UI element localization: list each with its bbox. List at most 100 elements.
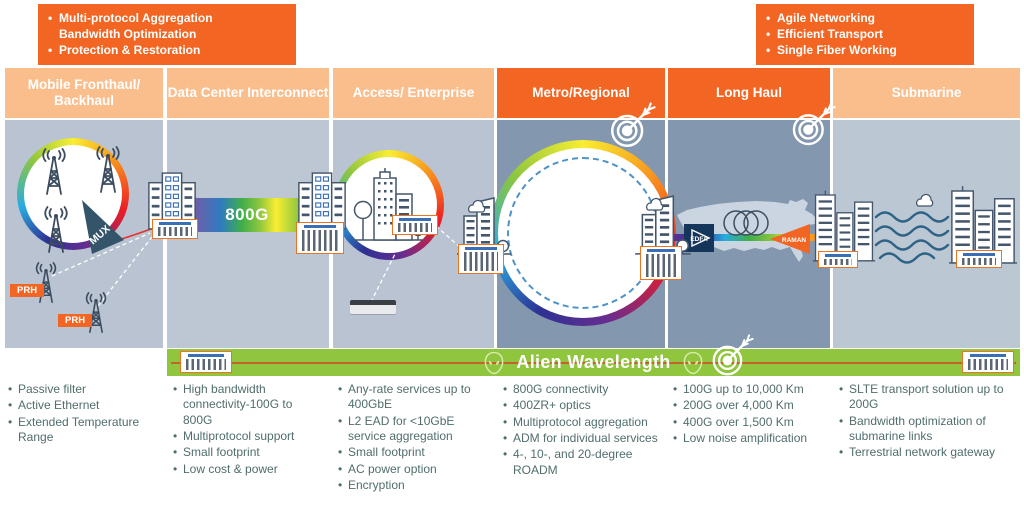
header-label: Long Haul xyxy=(716,84,782,100)
header-label: Metro/Regional xyxy=(532,84,630,100)
bullet-item: Multiprotocol support xyxy=(173,429,323,445)
bullet-item: 400G over 1,500 Km xyxy=(673,415,829,431)
access-ring xyxy=(334,150,444,260)
bullet-item: L2 EAD for <10GbE service aggregation xyxy=(338,414,490,445)
transponder-box xyxy=(458,244,504,274)
target-icon-long-haul xyxy=(788,102,836,150)
device-slots xyxy=(823,259,853,265)
device-label-strip xyxy=(159,222,191,225)
bullet-item: Active Ethernet xyxy=(8,398,148,414)
bullet-item: Encryption xyxy=(338,478,490,494)
banner-fiber-line xyxy=(171,362,1016,364)
prh-badge-1: PRH xyxy=(10,284,45,297)
bullet-item: SLTE transport solution up to 200G xyxy=(839,382,1015,413)
dci-capacity-label: 800G xyxy=(225,205,269,224)
feature-list: 800G connectivity400ZR+ opticsMultiproto… xyxy=(503,382,659,478)
device-slots xyxy=(302,230,338,251)
device-label-strip xyxy=(969,354,1007,357)
alien-wavelength-banner: Alien Wavelength xyxy=(167,349,1020,376)
header-label: Data Center Interconnect xyxy=(167,84,329,100)
bullet-item: 800G connectivity xyxy=(503,382,659,398)
device-label-strip xyxy=(399,218,431,221)
bullet-item: Small footprint xyxy=(173,445,323,461)
cpe-device xyxy=(350,300,396,314)
bullet-item: Low noise amplification xyxy=(673,431,829,447)
header-label: Mobile Fronthaul/ Backhaul xyxy=(27,76,141,108)
device-label-strip xyxy=(303,225,337,228)
feature-list: SLTE transport solution up to 200GBandwi… xyxy=(839,382,1015,461)
transponder-box xyxy=(818,251,858,268)
feature-list: High bandwidth connectivity-100G to 800G… xyxy=(173,382,323,478)
device-slots xyxy=(968,359,1008,370)
bullet-item: Agile Networking xyxy=(764,11,962,27)
bullet-item: 100G up to 10,000 Km xyxy=(673,382,829,398)
target-icon-banner xyxy=(708,334,754,380)
bullet-item: Single Fiber Working xyxy=(764,43,962,59)
device-slots xyxy=(157,227,193,236)
transponder-box xyxy=(956,250,1002,268)
features-data-center: High bandwidth connectivity-100G to 800G… xyxy=(173,382,323,478)
features-long-haul: 100G up to 10,000 Km200G over 4,000 Km40… xyxy=(673,382,829,447)
header-access-enterprise: Access/ Enterprise xyxy=(333,68,494,118)
bullet-item: Bandwidth Optimization xyxy=(59,26,197,41)
bullet-item: Low cost & power xyxy=(173,462,323,478)
bullet-item: Extended Temperature Range xyxy=(8,415,148,446)
device-slots xyxy=(463,252,499,271)
bullet-item: Any-rate services up to 400GbE xyxy=(338,382,490,413)
bullet-item: Protection & Restoration xyxy=(46,43,284,59)
target-icon-metro xyxy=(606,102,656,152)
bullet-item: AC power option xyxy=(338,462,490,478)
callout-right-list: Agile NetworkingEfficient TransportSingl… xyxy=(764,11,962,58)
header-metro-regional: Metro/Regional xyxy=(497,68,665,118)
device-label-strip xyxy=(824,254,852,257)
bullet-item: 400ZR+ optics xyxy=(503,398,659,414)
feature-list: Any-rate services up to 400GbEL2 EAD for… xyxy=(338,382,490,494)
header-data-center: Data Center Interconnect xyxy=(167,68,329,118)
device-label-strip xyxy=(465,247,497,250)
prh-badge-2: PRH xyxy=(58,314,93,327)
device-slots xyxy=(186,359,226,370)
header-mobile-fronthaul: Mobile Fronthaul/ Backhaul xyxy=(5,68,163,118)
feature-list: 100G up to 10,000 Km200G over 4,000 Km40… xyxy=(673,382,829,447)
features-mobile-fronthaul: Passive filterActive EthernetExtended Te… xyxy=(8,382,148,446)
device-label-strip xyxy=(187,354,225,357)
features-submarine: SLTE transport solution up to 200GBandwi… xyxy=(839,382,1015,462)
callout-right: Agile NetworkingEfficient TransportSingl… xyxy=(756,4,974,66)
features-access: Any-rate services up to 400GbEL2 EAD for… xyxy=(338,382,490,495)
panel-long-haul xyxy=(668,120,830,348)
mobile-ring xyxy=(17,138,129,250)
device-label-strip xyxy=(647,249,675,252)
bullet-item: High bandwidth connectivity-100G to 800G xyxy=(173,382,323,428)
header-long-haul: Long Haul xyxy=(668,68,830,118)
transponder-box xyxy=(152,219,198,239)
device-slots xyxy=(961,258,997,265)
bullet-item: Efficient Transport xyxy=(764,27,962,43)
device-slots xyxy=(397,223,433,232)
header-label: Access/ Enterprise xyxy=(352,84,475,100)
bullet-item: ADM for individual services xyxy=(503,431,659,447)
metro-inner-dashed-ring xyxy=(507,157,659,309)
bullet-item: 4-, 10-, and 20-degree ROADM xyxy=(503,447,659,478)
device-label-strip xyxy=(963,253,995,256)
bullet-item: Bandwidth optimization of submarine link… xyxy=(839,414,1015,445)
bullet-item: Terrestrial network gateway xyxy=(839,445,1015,461)
transponder-box xyxy=(296,222,344,254)
metro-ring xyxy=(490,140,676,326)
alien-wavelength-device-left xyxy=(180,351,232,373)
bullet-item: Multiprotocol aggregation xyxy=(503,415,659,431)
features-metro: 800G connectivity400ZR+ opticsMultiproto… xyxy=(503,382,659,479)
panel-submarine xyxy=(833,120,1020,348)
transponder-box xyxy=(392,215,438,235)
banner-label: Alien Wavelength xyxy=(516,352,671,372)
alien-icon xyxy=(484,351,504,375)
header-label: Submarine xyxy=(891,84,962,100)
feature-list: Passive filterActive EthernetExtended Te… xyxy=(8,382,148,445)
bullet-item: Passive filter xyxy=(8,382,148,398)
alien-wavelength-device-right xyxy=(962,351,1014,373)
device-slots xyxy=(645,254,677,277)
transponder-box xyxy=(640,246,682,280)
alien-icon xyxy=(683,351,703,375)
